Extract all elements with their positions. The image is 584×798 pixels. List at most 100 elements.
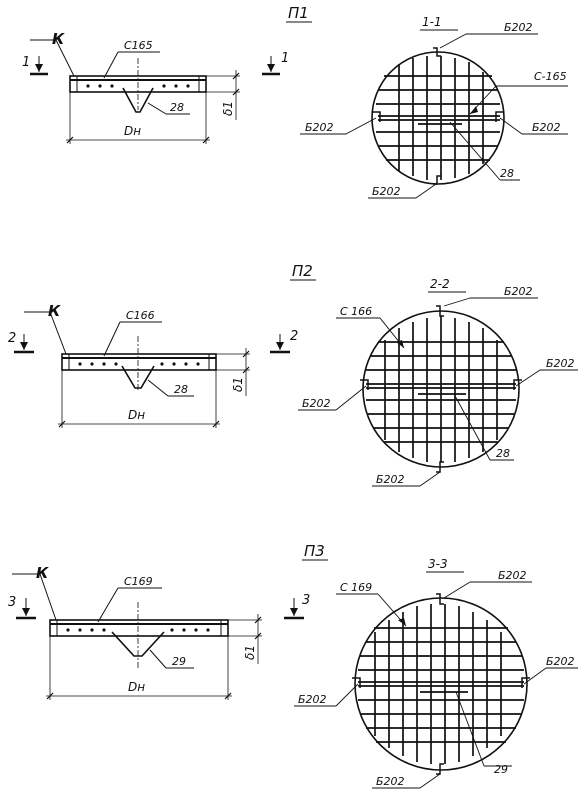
circle-view: 1-1 Б202: [300, 15, 568, 199]
leader-arrow: [398, 618, 406, 626]
section-mark-right: 3: [302, 593, 310, 608]
k-leader: [49, 311, 67, 355]
slab-outline: [61, 353, 217, 371]
mesh-label: С165: [124, 39, 153, 52]
mesh-leader: [97, 587, 119, 623]
bar-label-left: Б202: [305, 121, 334, 134]
anchor-label: 28: [174, 383, 188, 396]
label-leader: [443, 297, 471, 307]
label-leader: [419, 773, 441, 789]
bar-hook-right: [495, 111, 504, 122]
dim-tick: [254, 632, 262, 640]
label-leader: [439, 33, 467, 49]
label-leader: [453, 393, 491, 461]
bar-hook-bottom: [436, 461, 444, 473]
section-p1: П1 К С165 28: [22, 4, 568, 199]
circle-view: 3-3 Б202: [294, 557, 578, 789]
mesh-leader: [103, 321, 121, 357]
label-leader: [499, 117, 523, 135]
dim-tick: [202, 136, 210, 144]
section-arrow-head: [276, 342, 284, 350]
section-label: 3-3: [428, 557, 448, 571]
pipe-circle: [362, 310, 520, 468]
circle-mesh-label: С 169: [340, 581, 372, 594]
dim-tick: [232, 88, 240, 96]
anchor-bar: [111, 631, 165, 657]
bar-dots: [66, 628, 210, 632]
k-label: К: [52, 30, 65, 48]
dimension-width-label: Dн: [124, 124, 141, 138]
circle-mesh-label: С-165: [534, 70, 567, 83]
bar-hook-bottom: [433, 175, 441, 185]
bar-hook-top: [436, 593, 444, 605]
label-leader: [515, 369, 541, 387]
bar-hook-right: [513, 379, 522, 390]
label-leader: [449, 121, 501, 181]
circle-mesh-label: С 166: [340, 305, 372, 318]
label-leader: [335, 385, 367, 411]
k-leader: [55, 39, 75, 77]
anchor-leader: [147, 379, 169, 397]
section-mark-left: 2: [8, 331, 16, 346]
section-mark-right: 2: [290, 329, 298, 344]
bar-hook-right: [521, 677, 530, 688]
dimension-width-label: Dн: [128, 680, 145, 694]
circle-anchor-label: 28: [496, 447, 510, 460]
dim-tick: [212, 420, 220, 428]
k-leader: [39, 573, 57, 621]
slab-outline: [49, 619, 229, 637]
bar-label-left: Б202: [298, 693, 327, 706]
bar-label-right: Б202: [532, 121, 561, 134]
bar-dots: [78, 362, 200, 366]
dim-tick: [46, 692, 54, 700]
dim-tick: [224, 692, 232, 700]
mesh-leader: [103, 51, 119, 79]
label-leader: [443, 581, 471, 599]
dimension-width-label: Dн: [128, 408, 145, 422]
circle-anchor-label: 29: [494, 763, 508, 776]
section-title: П2: [292, 262, 313, 280]
dim-tick: [66, 136, 74, 144]
pipe-circle: [371, 51, 505, 185]
section-arrow-head: [290, 608, 298, 616]
section-p2: П2 К С166 28 D: [8, 262, 578, 487]
section-arrow-head: [20, 342, 28, 350]
anchor-leader: [147, 102, 167, 115]
k-label: К: [48, 302, 61, 320]
label-leader: [419, 471, 441, 487]
mesh-label: С169: [124, 575, 153, 588]
section-mark-right: 1: [281, 51, 289, 66]
bar-label-top: Б202: [498, 569, 527, 582]
bar-label-left: Б202: [302, 397, 331, 410]
section-label: 1-1: [422, 15, 442, 29]
pipe-circle: [354, 597, 528, 771]
bar-hook-top: [436, 305, 444, 317]
side-view: К С165 28 Dн δ1: [22, 30, 289, 144]
bar-label-bottom: Б202: [376, 775, 405, 788]
mesh-label: С166: [126, 309, 155, 322]
circle-view: 2-2 Б202: [298, 277, 578, 487]
bar-hook-top: [433, 47, 441, 57]
dim-tick: [58, 420, 66, 428]
anchor-label: 29: [172, 655, 186, 668]
dimension-thickness-label: δ1: [221, 101, 235, 116]
bar-label-right: Б202: [546, 357, 575, 370]
label-leader: [455, 691, 485, 767]
section-arrow-head: [35, 64, 43, 72]
section-arrow-head: [22, 608, 30, 616]
section-title: П1: [288, 4, 309, 22]
bar-hook-left: [352, 677, 361, 688]
dim-tick: [232, 72, 240, 80]
section-title: П3: [304, 542, 325, 560]
section-p3: П3 К С169 29 D: [8, 542, 578, 789]
dimension-thickness-label: δ1: [243, 645, 257, 660]
bar-label-top: Б202: [504, 285, 533, 298]
bar-label-right: Б202: [546, 655, 575, 668]
dim-tick: [242, 350, 250, 358]
bar-label-top: Б202: [504, 21, 533, 34]
bar-dots: [86, 84, 190, 88]
section-mark-left: 1: [22, 55, 30, 70]
anchor-bar: [122, 87, 154, 113]
side-view: К С166 28 Dн δ1 2 2: [8, 302, 298, 428]
